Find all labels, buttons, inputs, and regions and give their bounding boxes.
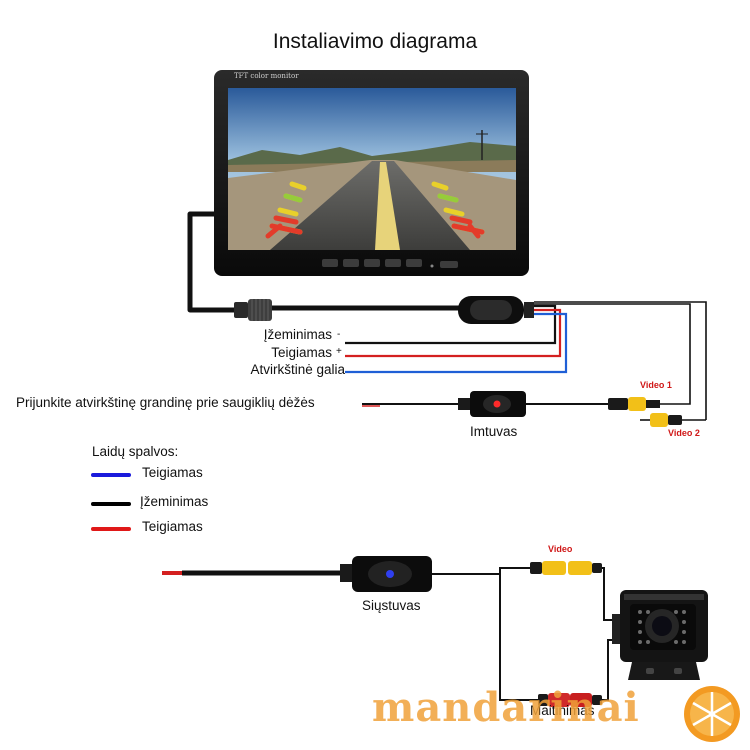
power-label: Maitinimas <box>530 703 595 718</box>
legend-label-red: Teigiamas <box>142 519 203 534</box>
legend-swatch-red <box>91 527 131 531</box>
video2-label: Video 2 <box>668 428 700 438</box>
receiver-label: Imtuvas <box>470 424 518 439</box>
legend-swatch-black <box>91 502 131 506</box>
monitor-brand-text: TFT color monitor <box>234 72 299 80</box>
ground-wire-text: Įžeminimas <box>263 327 332 342</box>
diagram-title: Instaliavimo diagrama <box>272 30 478 53</box>
fuse-box-label: Prijunkite atvirkštinę grandinę prie sau… <box>16 395 315 410</box>
ground-wire-label: Įžeminimas <box>264 327 332 342</box>
ground-sign: - <box>337 329 341 340</box>
legend-label-blue: Teigiamas <box>142 465 203 480</box>
legend-swatch-blue <box>91 473 131 477</box>
positive-wire-text: Teigiamas <box>271 345 332 360</box>
mandarinai-watermark: mandarinai <box>372 684 640 731</box>
legend-title: Laidų spalvos: <box>92 444 179 459</box>
positive-sign: + <box>336 346 342 357</box>
legend-label-black: Įžeminimas <box>140 494 209 509</box>
tft-monitor <box>214 70 529 276</box>
transmitter-device <box>340 556 432 592</box>
video-label: Video <box>548 544 573 554</box>
receiver-device <box>458 391 526 417</box>
positive-wire-label: Teigiamas <box>271 345 332 360</box>
transmitter-label: Siųstuvas <box>362 598 421 613</box>
mandarin-logo <box>684 686 740 742</box>
reverse-power-label: Atvirkštinė galia <box>250 362 345 377</box>
backup-camera <box>612 590 708 680</box>
video1-label: Video 1 <box>640 380 672 390</box>
